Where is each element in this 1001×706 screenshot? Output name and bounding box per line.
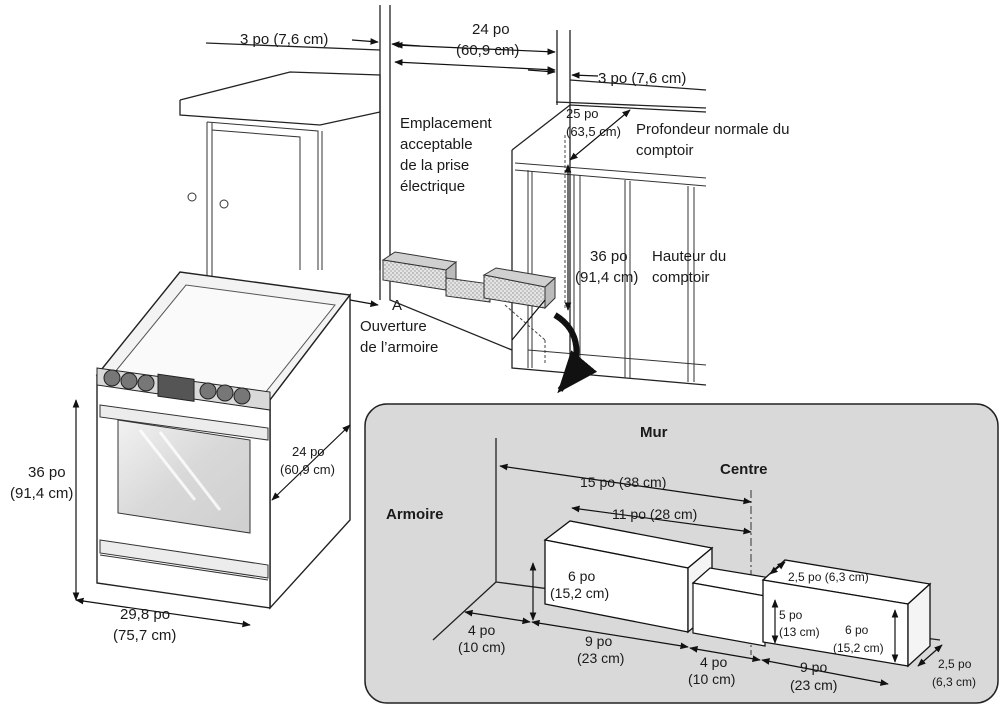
dim-6po-right-cm: (15,2 cm) xyxy=(833,641,884,655)
dim-4po-left-cm: (10 cm) xyxy=(458,639,505,655)
dim-4po-mid-cm: (10 cm) xyxy=(688,671,735,687)
center-label: Centre xyxy=(720,461,768,478)
dim-right-clearance: 3 po (7,6 cm) xyxy=(598,70,686,87)
counter-height-cm: (91,4 cm) xyxy=(575,269,638,286)
opening-label-line1: Ouverture xyxy=(360,318,427,335)
opening-letter: A xyxy=(392,297,402,314)
range-width-cm: (75,7 cm) xyxy=(113,627,176,644)
dim-6po-left-cm: (15,2 cm) xyxy=(550,585,609,601)
dim-width-cm: (60,9 cm) xyxy=(456,42,519,59)
dim-5po-cm: (13 cm) xyxy=(779,625,820,639)
dim-left-clearance: 3 po (7,6 cm) xyxy=(240,31,328,48)
height-label-line2: comptoir xyxy=(652,269,710,286)
range-height-po: 36 po xyxy=(28,464,66,481)
dim-25po-right: 2,5 po xyxy=(938,657,972,671)
range-depth-cm: (60,9 cm) xyxy=(280,462,335,477)
range-width-po: 29,8 po xyxy=(120,606,170,623)
dim-11po: 11 po (28 cm) xyxy=(612,506,697,522)
cabinet-label: Armoire xyxy=(386,506,444,523)
detail-panel xyxy=(364,403,999,704)
wall-label: Mur xyxy=(640,424,668,441)
dim-4po-mid: 4 po xyxy=(700,654,727,670)
range-appliance xyxy=(95,271,352,610)
dim-depth-cm: (63,5 cm) xyxy=(566,124,621,139)
dim-15po: 15 po (38 cm) xyxy=(580,474,666,490)
dim-25po-right-cm: (6,3 cm) xyxy=(932,675,976,689)
dim-9po-right: 9 po xyxy=(800,659,827,675)
outlet-label-line4: électrique xyxy=(400,178,465,195)
dim-6po-left: 6 po xyxy=(568,568,595,584)
range-height-cm: (91,4 cm) xyxy=(10,485,73,502)
dim-25po-top: 2,5 po (6,3 cm) xyxy=(788,570,869,584)
outlet-label-line3: de la prise xyxy=(400,157,469,174)
outlet-zone xyxy=(381,251,557,310)
outlet-label-line2: acceptable xyxy=(400,136,473,153)
depth-label-line1: Profondeur normale du xyxy=(636,121,789,138)
kitchen-scene xyxy=(72,5,707,628)
dim-4po-left: 4 po xyxy=(468,622,495,638)
height-label-line1: Hauteur du xyxy=(652,248,726,265)
counter-height-po: 36 po xyxy=(590,248,628,265)
range-depth-po: 24 po xyxy=(292,444,325,459)
outlet-label-line1: Emplacement xyxy=(400,115,493,132)
dim-5po: 5 po xyxy=(779,608,803,622)
opening-label-line2: de l’armoire xyxy=(360,339,438,356)
dim-9po-left-cm: (23 cm) xyxy=(577,650,624,666)
dim-depth-po: 25 po xyxy=(566,106,599,121)
dim-6po-right: 6 po xyxy=(845,623,869,637)
dim-width-po: 24 po xyxy=(472,21,510,38)
depth-label-line2: comptoir xyxy=(636,142,694,159)
dim-9po-left: 9 po xyxy=(585,633,612,649)
dim-9po-right-cm: (23 cm) xyxy=(790,677,837,693)
